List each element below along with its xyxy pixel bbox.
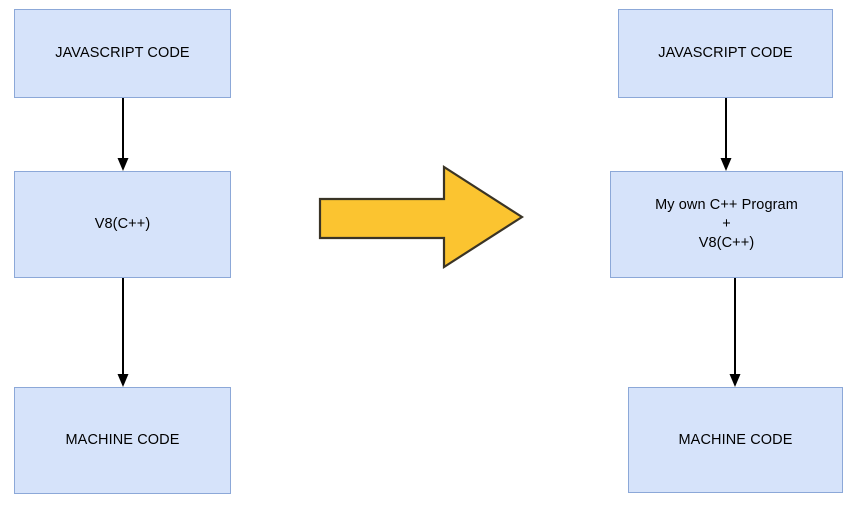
node-label: My own C++ Program + V8(C++): [655, 197, 798, 251]
node-label: JAVASCRIPT CODE: [658, 45, 793, 61]
node-right-javascript-code[interactable]: JAVASCRIPT CODE: [618, 9, 833, 98]
arrow-right-js-to-program: [711, 98, 743, 172]
arrow-left-js-to-v8: [108, 98, 140, 172]
node-label: MACHINE CODE: [65, 432, 180, 448]
arrow-left-v8-to-machine-code: [108, 278, 140, 388]
node-left-v8[interactable]: V8(C++): [14, 171, 231, 278]
node-left-javascript-code[interactable]: JAVASCRIPT CODE: [14, 9, 231, 98]
node-left-machine-code[interactable]: MACHINE CODE: [14, 387, 231, 494]
node-label: V8(C++): [94, 216, 151, 232]
node-right-own-cpp-program-plus-v8[interactable]: My own C++ Program + V8(C++): [610, 171, 843, 278]
arrow-right-program-to-machine-code: [720, 278, 752, 388]
node-right-machine-code[interactable]: MACHINE CODE: [628, 387, 843, 493]
node-label: JAVASCRIPT CODE: [55, 45, 190, 61]
transform-arrow-icon: [318, 164, 524, 270]
node-label: MACHINE CODE: [678, 431, 793, 448]
